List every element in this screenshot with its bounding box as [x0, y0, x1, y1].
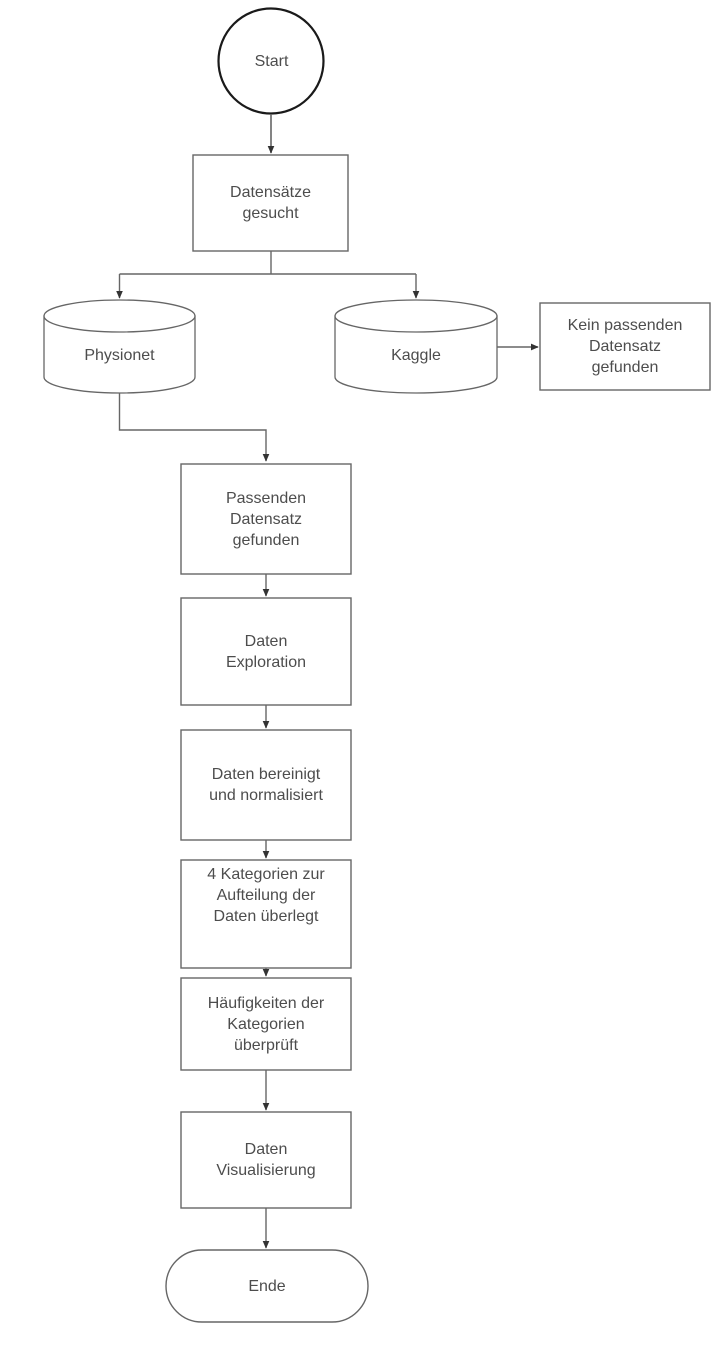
daten-bereinigt-shape[interactable] — [180, 729, 352, 841]
kaggle-node-shape[interactable] — [334, 299, 498, 394]
physionet-node-shape[interactable] — [43, 299, 196, 394]
daten-exploration-shape[interactable] — [180, 597, 352, 706]
start-node-shape[interactable] — [217, 7, 325, 115]
ende-node-shape[interactable] — [165, 1249, 369, 1323]
edge-physionet-to-passender — [118, 393, 270, 462]
kategorien-ueberlegt-shape[interactable] — [180, 859, 352, 969]
daten-visualisierung-shape[interactable] — [180, 1111, 352, 1209]
datensaetze-gesucht-shape[interactable] — [192, 154, 349, 252]
haeufigkeiten-shape[interactable] — [180, 977, 352, 1071]
passender-gefunden-shape[interactable] — [180, 463, 352, 575]
kein-passender-shape[interactable] — [539, 302, 711, 391]
